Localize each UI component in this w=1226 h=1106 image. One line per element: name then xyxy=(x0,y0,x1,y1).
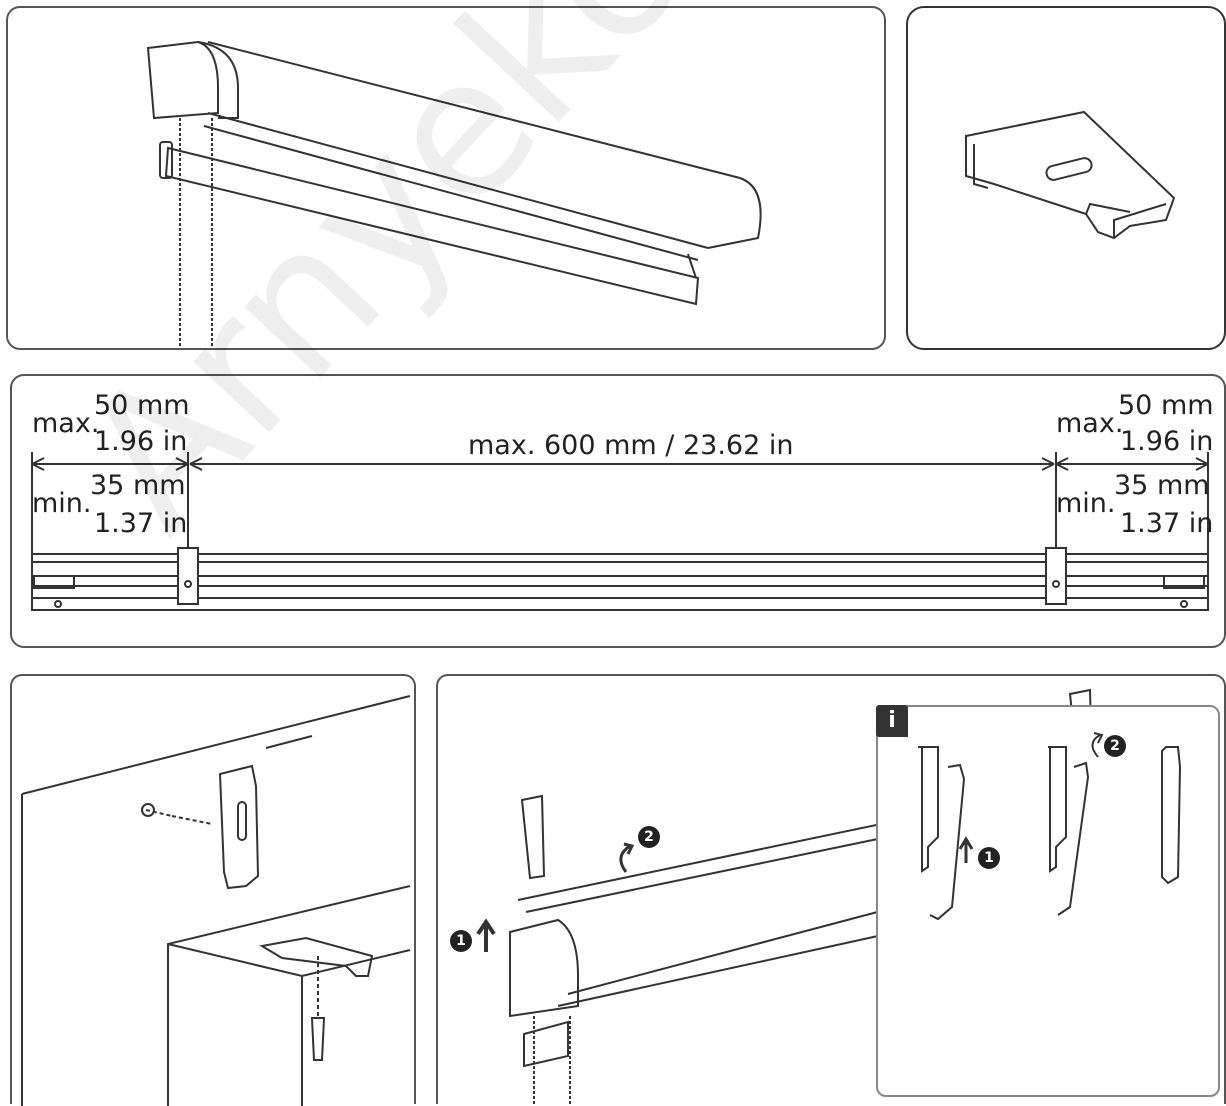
left-max-label: max. xyxy=(32,408,100,439)
info-inset: 1 2 xyxy=(876,705,1220,1097)
left-max-in: 1.96 in xyxy=(94,426,188,457)
right-max-label: max. xyxy=(1056,408,1124,439)
right-min-in: 1.37 in xyxy=(1120,508,1214,539)
mounting-drawing xyxy=(21,695,411,1106)
bracket-drawing xyxy=(965,110,1176,240)
info-inset-drawing xyxy=(918,732,1182,921)
left-min-label: min. xyxy=(32,488,92,519)
step-1-marker: 1 xyxy=(450,930,472,952)
info-step-1-marker: 1 xyxy=(978,847,1000,869)
panel-blind-overview xyxy=(6,6,886,350)
right-max-in: 1.96 in xyxy=(1120,426,1214,457)
right-max-mm: 50 mm xyxy=(1118,390,1214,421)
info-icon: i xyxy=(876,705,908,737)
rail-dimension-drawing xyxy=(31,452,1209,611)
step-2-marker: 2 xyxy=(638,826,660,848)
panel-dimensions: max. 50 mm 1.96 in min. 35 mm 1.37 in ma… xyxy=(10,374,1226,648)
right-min-label: min. xyxy=(1056,488,1116,519)
left-min-mm: 35 mm xyxy=(90,470,186,501)
right-min-mm: 35 mm xyxy=(1114,470,1210,501)
center-span-label: max. 600 mm / 23.62 in xyxy=(468,430,794,461)
left-min-in: 1.37 in xyxy=(94,508,188,539)
panel-mounting xyxy=(10,674,416,1106)
info-step-2-marker: 2 xyxy=(1104,735,1126,757)
left-max-mm: 50 mm xyxy=(94,390,190,421)
panel-bracket xyxy=(906,6,1226,350)
blind-overview-drawing xyxy=(146,40,762,348)
